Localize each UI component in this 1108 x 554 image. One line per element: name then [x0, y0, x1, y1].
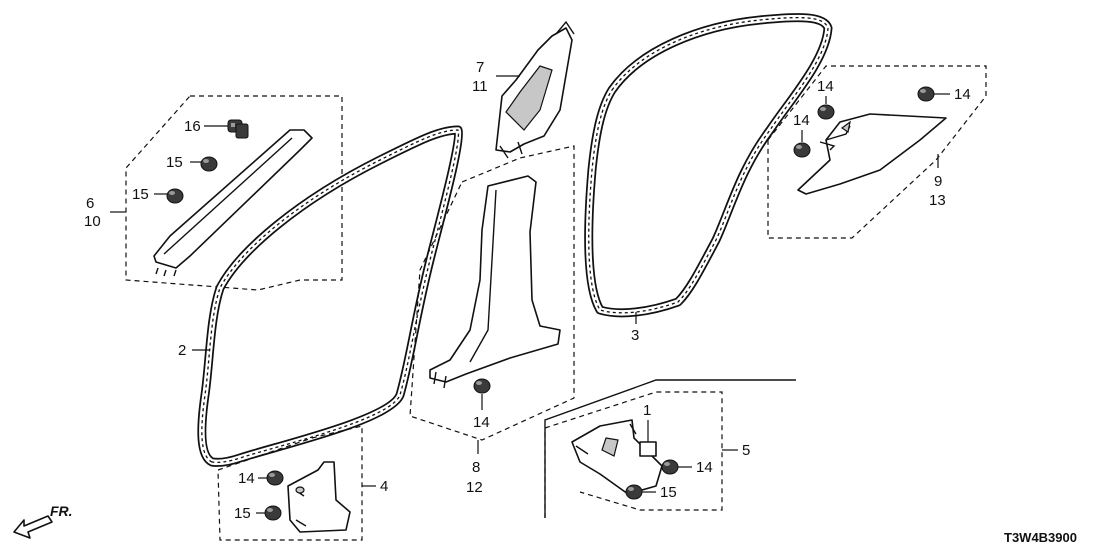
rear-side-trim	[571, 419, 663, 495]
group-outline-6-10	[125, 95, 343, 291]
callout-15-garnish-upper: 15	[166, 154, 183, 171]
callout-14-rear-side-trim: 14	[696, 459, 713, 476]
callout-8: 8	[472, 459, 480, 476]
callout-14-rear-pillar-top: 14	[817, 78, 834, 95]
clip-15-rear-side-trim	[625, 484, 643, 500]
center-pillar-upper-garnish	[495, 20, 575, 159]
callout-9: 9	[934, 173, 942, 190]
rear-pillar-garnish	[797, 113, 947, 195]
callout-15-kick-panel: 15	[234, 505, 251, 522]
callout-1: 1	[643, 402, 651, 419]
clip-14-center-pillar	[473, 378, 491, 394]
group-outline-4	[217, 425, 363, 541]
callout-3: 3	[631, 327, 639, 344]
clip-15-garnish-lower	[166, 188, 184, 204]
callout-14-rear-pillar-right: 14	[954, 86, 971, 103]
clip-15-garnish-upper	[200, 156, 218, 172]
callout-5: 5	[742, 442, 750, 459]
callout-7: 7	[476, 59, 484, 76]
rear-door-weatherstrip	[584, 13, 833, 318]
diagram-code: T3W4B3900	[1004, 530, 1077, 545]
outer-bracket-line	[544, 379, 796, 518]
clip-14-rear-side-trim	[661, 459, 679, 475]
callout-6: 6	[86, 195, 94, 212]
front-kick-panel	[287, 461, 351, 533]
clip-14-rear-pillar-left	[793, 142, 811, 158]
callout-14-rear-pillar-left: 14	[793, 112, 810, 129]
callout-2: 2	[178, 342, 186, 359]
callout-11: 11	[472, 78, 488, 95]
callout-15-rear-side-trim: 15	[660, 484, 677, 501]
callout-12: 12	[466, 479, 483, 496]
clip-14-rear-pillar-right	[917, 86, 935, 102]
front-door-weatherstrip	[197, 125, 463, 467]
front-marker-label: FR.	[50, 503, 73, 519]
clip-15-kick-panel	[264, 505, 282, 521]
callout-14-center-pillar: 14	[473, 414, 490, 431]
callout-10: 10	[84, 213, 101, 230]
callout-4: 4	[380, 478, 388, 495]
callout-13: 13	[929, 192, 946, 209]
clip-16	[227, 119, 249, 139]
group-outline-9-13	[767, 65, 987, 239]
clip-14-kick-panel	[266, 470, 284, 486]
callout-14-kick-panel: 14	[238, 470, 255, 487]
clip-14-rear-pillar-top	[817, 104, 835, 120]
center-pillar-lower-garnish	[429, 175, 561, 389]
group-outline-8-12	[409, 145, 575, 441]
front-pillar-garnish	[153, 129, 313, 277]
front-direction-arrow	[13, 515, 53, 539]
callout-15-garnish-lower: 15	[132, 186, 149, 203]
callout-16-garnish: 16	[184, 118, 201, 135]
